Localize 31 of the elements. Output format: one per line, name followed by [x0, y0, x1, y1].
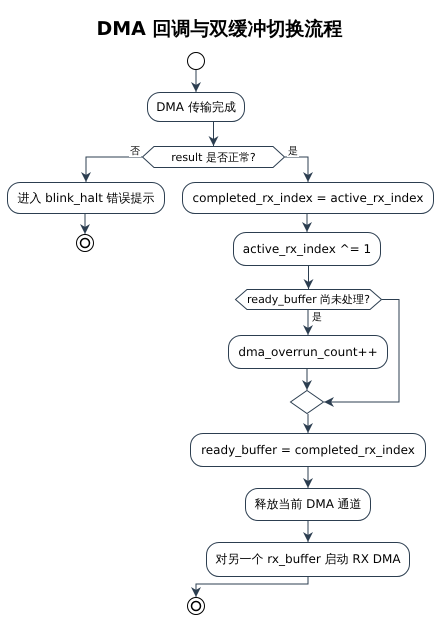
arrow — [303, 520, 313, 542]
process-box: dma_overrun_count++ — [228, 335, 388, 369]
merge-diamond — [290, 390, 324, 414]
arrow — [284, 156, 313, 182]
process-box: completed_rx_index = active_rx_index — [182, 182, 434, 214]
process-box: DMA 传输完成 — [147, 92, 245, 122]
start-circle — [187, 52, 205, 70]
arrow — [191, 70, 201, 92]
process-box: active_rx_index ^= 1 — [233, 232, 381, 266]
diagram-title: DMA 回调与双缓冲切换流程 — [96, 17, 344, 42]
arrow — [80, 214, 90, 234]
end-circle — [76, 234, 94, 252]
process-box: 释放当前 DMA 通道 — [245, 488, 371, 521]
arrow — [303, 414, 313, 434]
arrow — [303, 310, 313, 336]
arrow — [303, 466, 313, 488]
edge-label: 否 — [129, 146, 141, 157]
arrow — [208, 122, 218, 146]
arrow — [304, 266, 314, 290]
arrow — [302, 368, 312, 390]
process-box: 对另一个 rx_buffer 启动 RX DMA — [206, 542, 410, 577]
decision-hexagon: ready_buffer 尚未处理? — [235, 289, 382, 310]
process-box: ready_buffer = completed_rx_index — [190, 433, 426, 467]
process-box: 进入 blink_halt 错误提示 — [7, 182, 165, 214]
decision-hexagon: result 是否正常? — [142, 146, 285, 168]
arrow — [191, 576, 308, 598]
arrow — [302, 214, 312, 232]
edge-label: 是 — [311, 312, 323, 323]
arrow — [324, 299, 400, 407]
edge-label: 是 — [287, 146, 299, 157]
end-circle — [187, 597, 205, 615]
